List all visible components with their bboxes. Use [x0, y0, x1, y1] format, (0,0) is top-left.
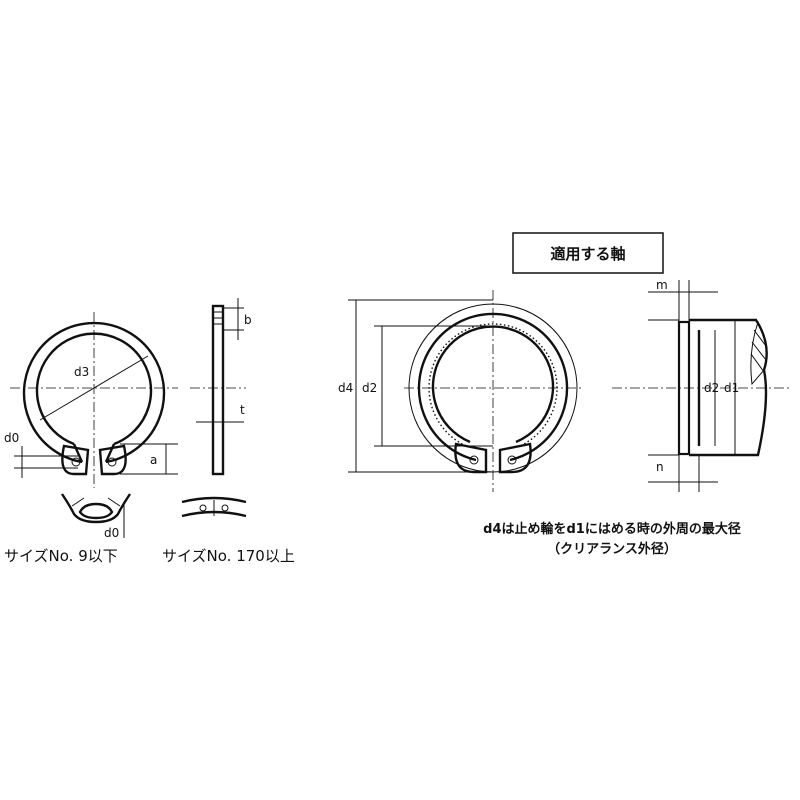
label-d0-detail: d0 [104, 526, 119, 540]
ring-side-view: b t [190, 298, 252, 476]
ring-installed-view: d4 d2 [338, 290, 584, 492]
ring-side-profile [211, 304, 225, 476]
label-d4: d4 [338, 381, 353, 395]
detail-small-contour [61, 493, 131, 524]
detail-large-hole-left [199, 504, 207, 512]
label-t: t [240, 403, 245, 417]
lug-hole-right [107, 457, 117, 467]
installed-hole-left [469, 455, 479, 465]
groove-dotted-line [428, 323, 558, 447]
ring-lug-left [61, 444, 90, 476]
detail-small-slot [78, 502, 114, 520]
dim-line-d3 [39, 355, 149, 421]
label-a: a [150, 453, 157, 467]
title-box-frame [512, 232, 664, 274]
break-hatch-2 [751, 341, 767, 361]
title-box-text: 適用する軸 [550, 245, 625, 263]
label-d1: d1 [724, 381, 739, 395]
detail-small-line-2 [107, 497, 121, 507]
note-line-2: （クリアランス外径） [547, 541, 677, 557]
ring-front-view: d3 d0 a [4, 312, 178, 488]
detail-small-size: d0 [61, 493, 131, 540]
caption-size-small: サイズNo. 9以下 [4, 547, 118, 565]
label-d2-ring: d2 [362, 381, 377, 395]
label-d0: d0 [4, 431, 19, 445]
detail-large-top [181, 496, 247, 504]
shaft-view: m n d2 d1 [612, 278, 790, 492]
ring-lug-right [98, 444, 127, 476]
label-n: n [656, 460, 664, 474]
label-b: b [244, 313, 252, 327]
ring-outer-contour [22, 321, 166, 464]
label-d3: d3 [74, 365, 89, 379]
installed-lug-right [498, 442, 532, 474]
label-m: m [656, 278, 668, 292]
shaft-break-hatch [750, 320, 768, 386]
installed-hole-right [507, 455, 517, 465]
detail-large-hole-right [221, 504, 229, 512]
lug-hole-left [71, 457, 81, 467]
detail-large-size [181, 496, 247, 518]
note-line-1: d4は止め輪をd1にはめる時の外周の最大径 [483, 521, 741, 537]
label-d2-shaft: d2 [704, 381, 719, 395]
break-hatch-3 [750, 353, 765, 373]
break-hatch-1 [753, 329, 767, 347]
caption-size-large: サイズNo. 170以上 [162, 547, 295, 565]
title-box: 適用する軸 [512, 232, 664, 274]
detail-small-line-1 [71, 497, 85, 507]
